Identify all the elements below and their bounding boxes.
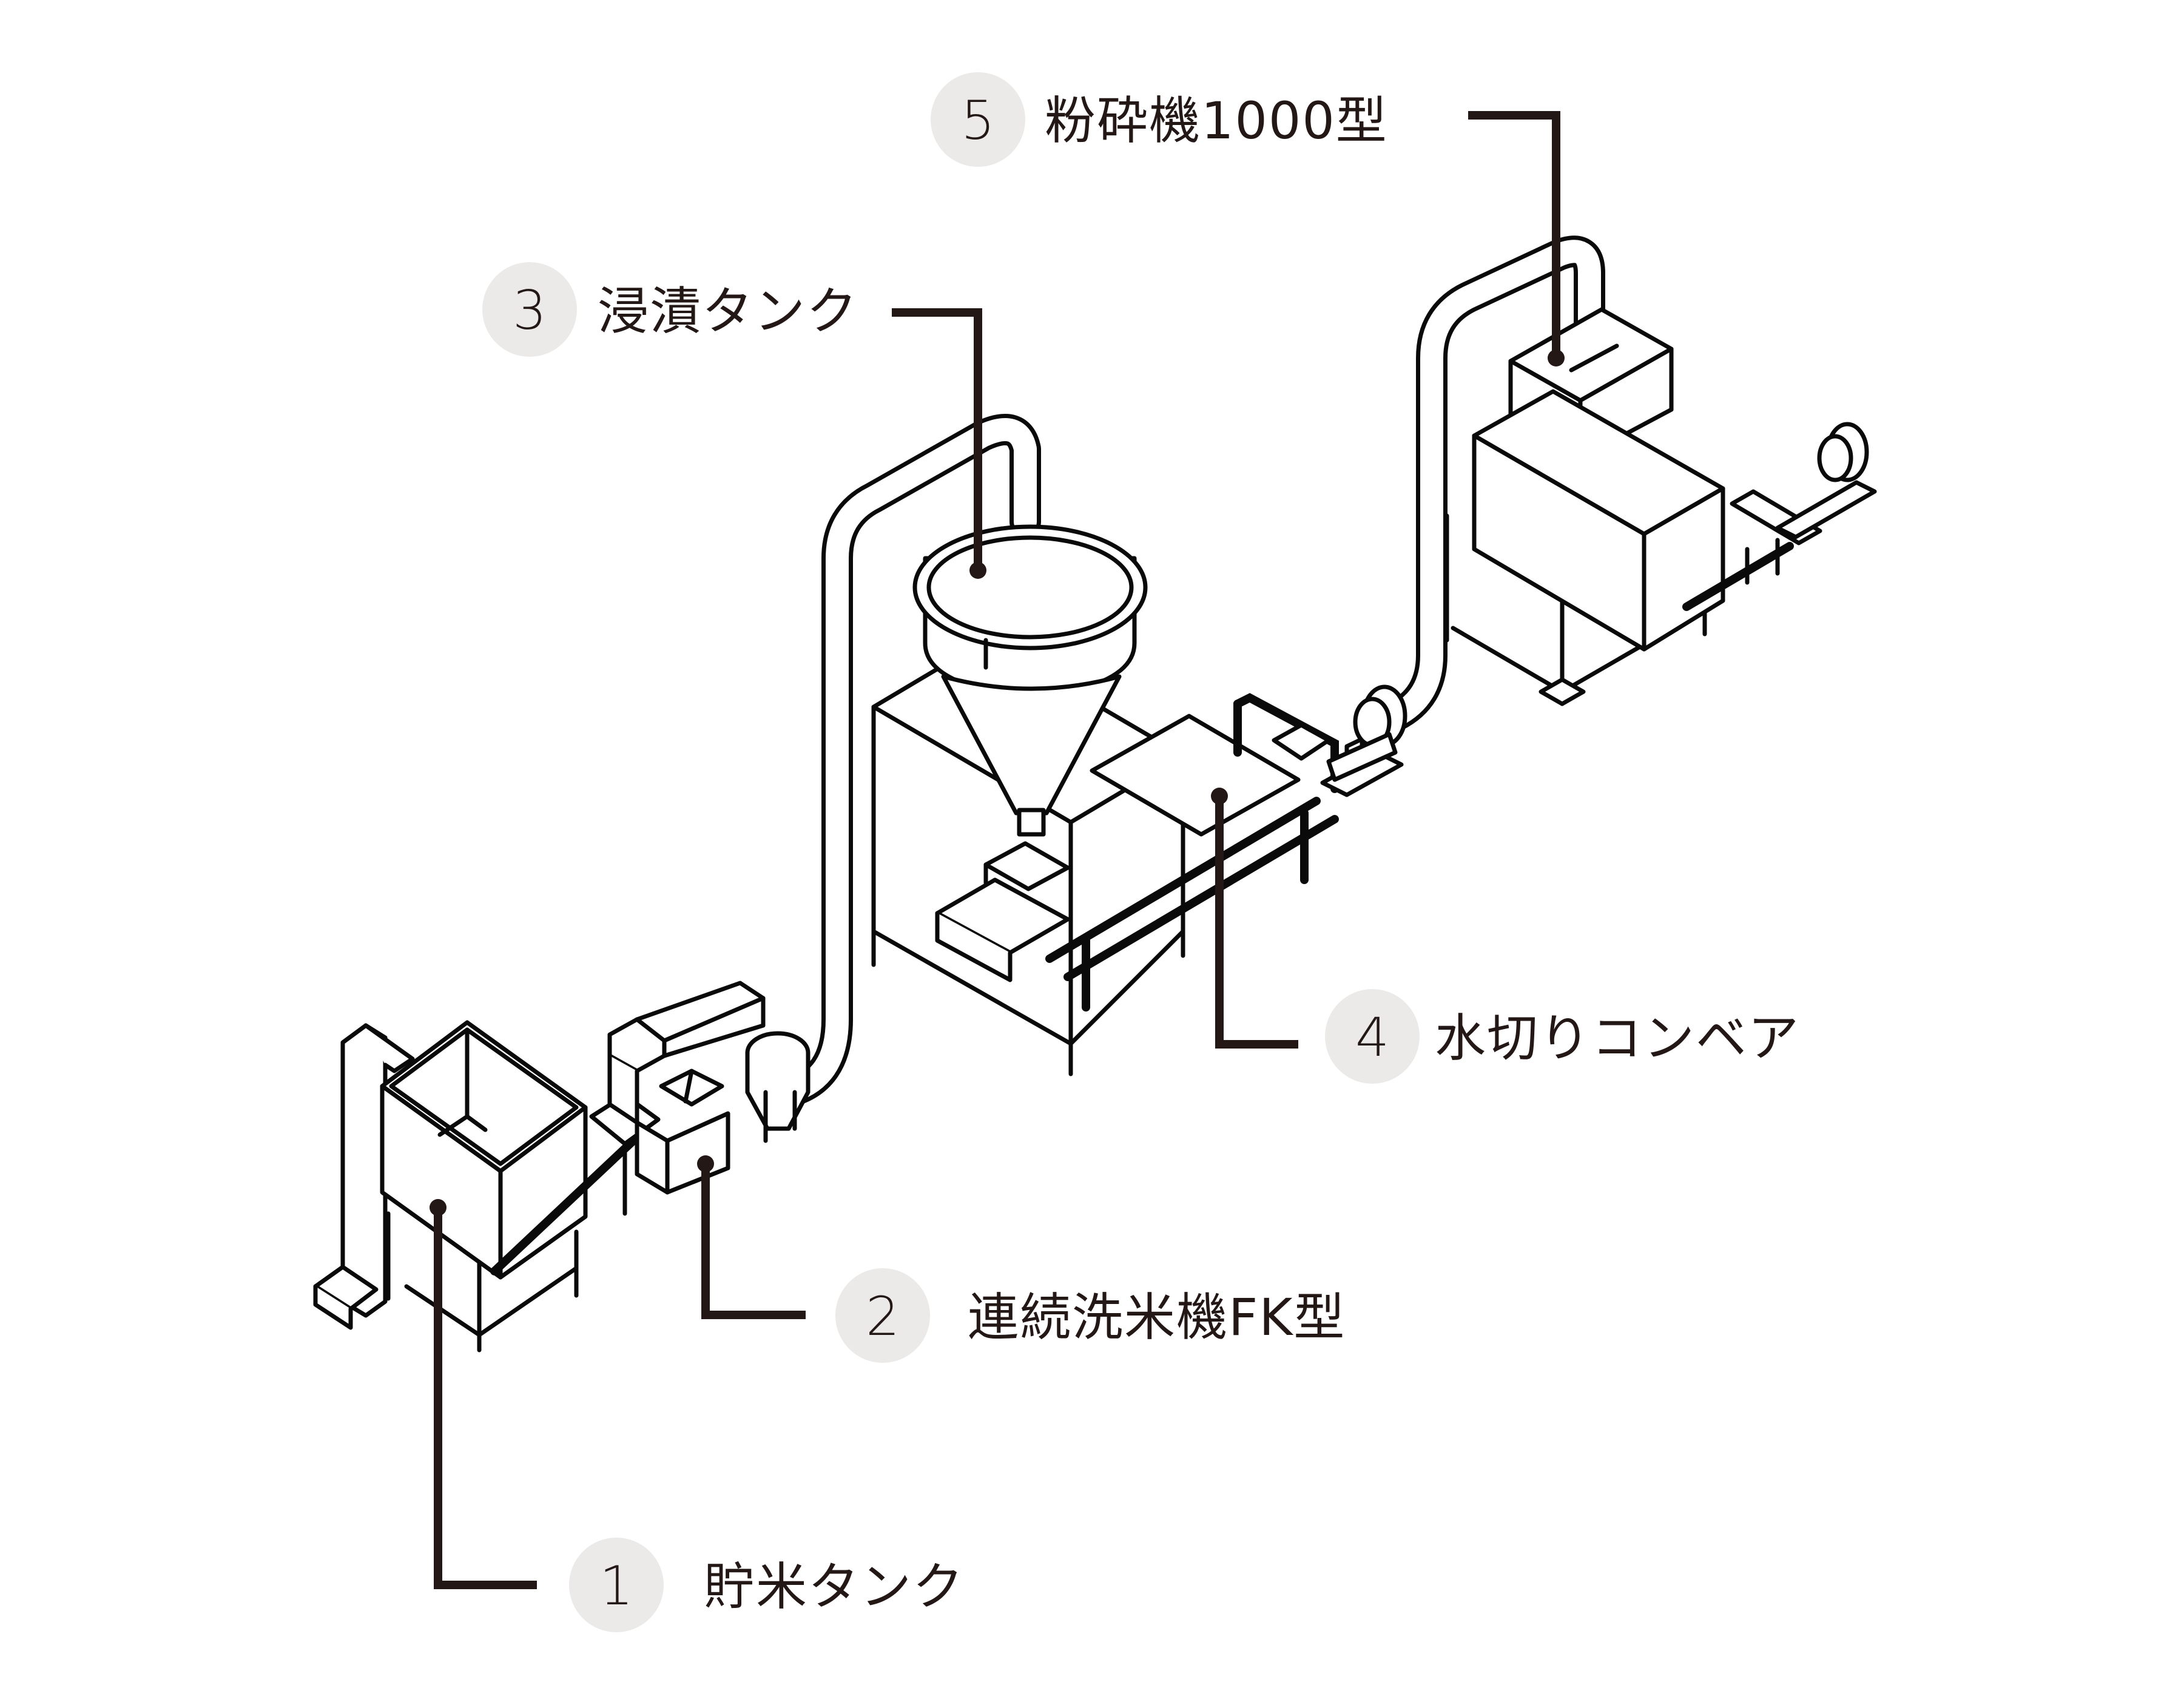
callout-2: 2 連続洗米機FK型 [835, 1268, 1346, 1363]
callout-4: 4 水切りコンベア [1325, 989, 1800, 1084]
callout-number: 1 [599, 1555, 633, 1617]
continuous-rice-washer [607, 981, 811, 1195]
soaking-tank [871, 524, 1185, 1076]
leader-line-2 [697, 1155, 806, 1319]
callout-badge [931, 72, 1025, 167]
callout-badge [1325, 989, 1420, 1084]
draining-conveyor [1045, 684, 1407, 1012]
callout-badge [835, 1268, 930, 1363]
transfer-pipe-to-grinder [1380, 235, 1605, 732]
callout-badge [482, 262, 577, 357]
callout-badge [569, 1538, 664, 1632]
rice-storage-tank [313, 1020, 588, 1353]
callout-1: 1 貯米タンク [569, 1538, 965, 1632]
callout-label-draining-conveyor: 水切りコンベア [1435, 1008, 1800, 1068]
transfer-pipe-to-soak-tank [772, 414, 1041, 1108]
grinder [1444, 307, 1877, 706]
callout-number: 3 [513, 279, 547, 342]
callout-5: 5 粉砕機1000型 [931, 72, 1388, 167]
leader-line-5 [1468, 111, 1565, 366]
callout-3: 3 浸漬タンク [482, 262, 858, 357]
leader-line-3 [892, 308, 986, 579]
callout-label-rice-washer: 連続洗米機FK型 [968, 1288, 1346, 1347]
leader-line-4 [1211, 788, 1298, 1049]
callout-number: 4 [1355, 1006, 1389, 1069]
callout-label-grinder: 粉砕機1000型 [1045, 91, 1388, 150]
callout-number: 5 [961, 89, 995, 152]
leader-line-1 [430, 1199, 537, 1589]
callout-label-soaking-tank: 浸漬タンク [598, 282, 858, 341]
callout-number: 2 [866, 1285, 900, 1348]
callout-label-rice-storage-tank: 貯米タンク [704, 1557, 965, 1616]
